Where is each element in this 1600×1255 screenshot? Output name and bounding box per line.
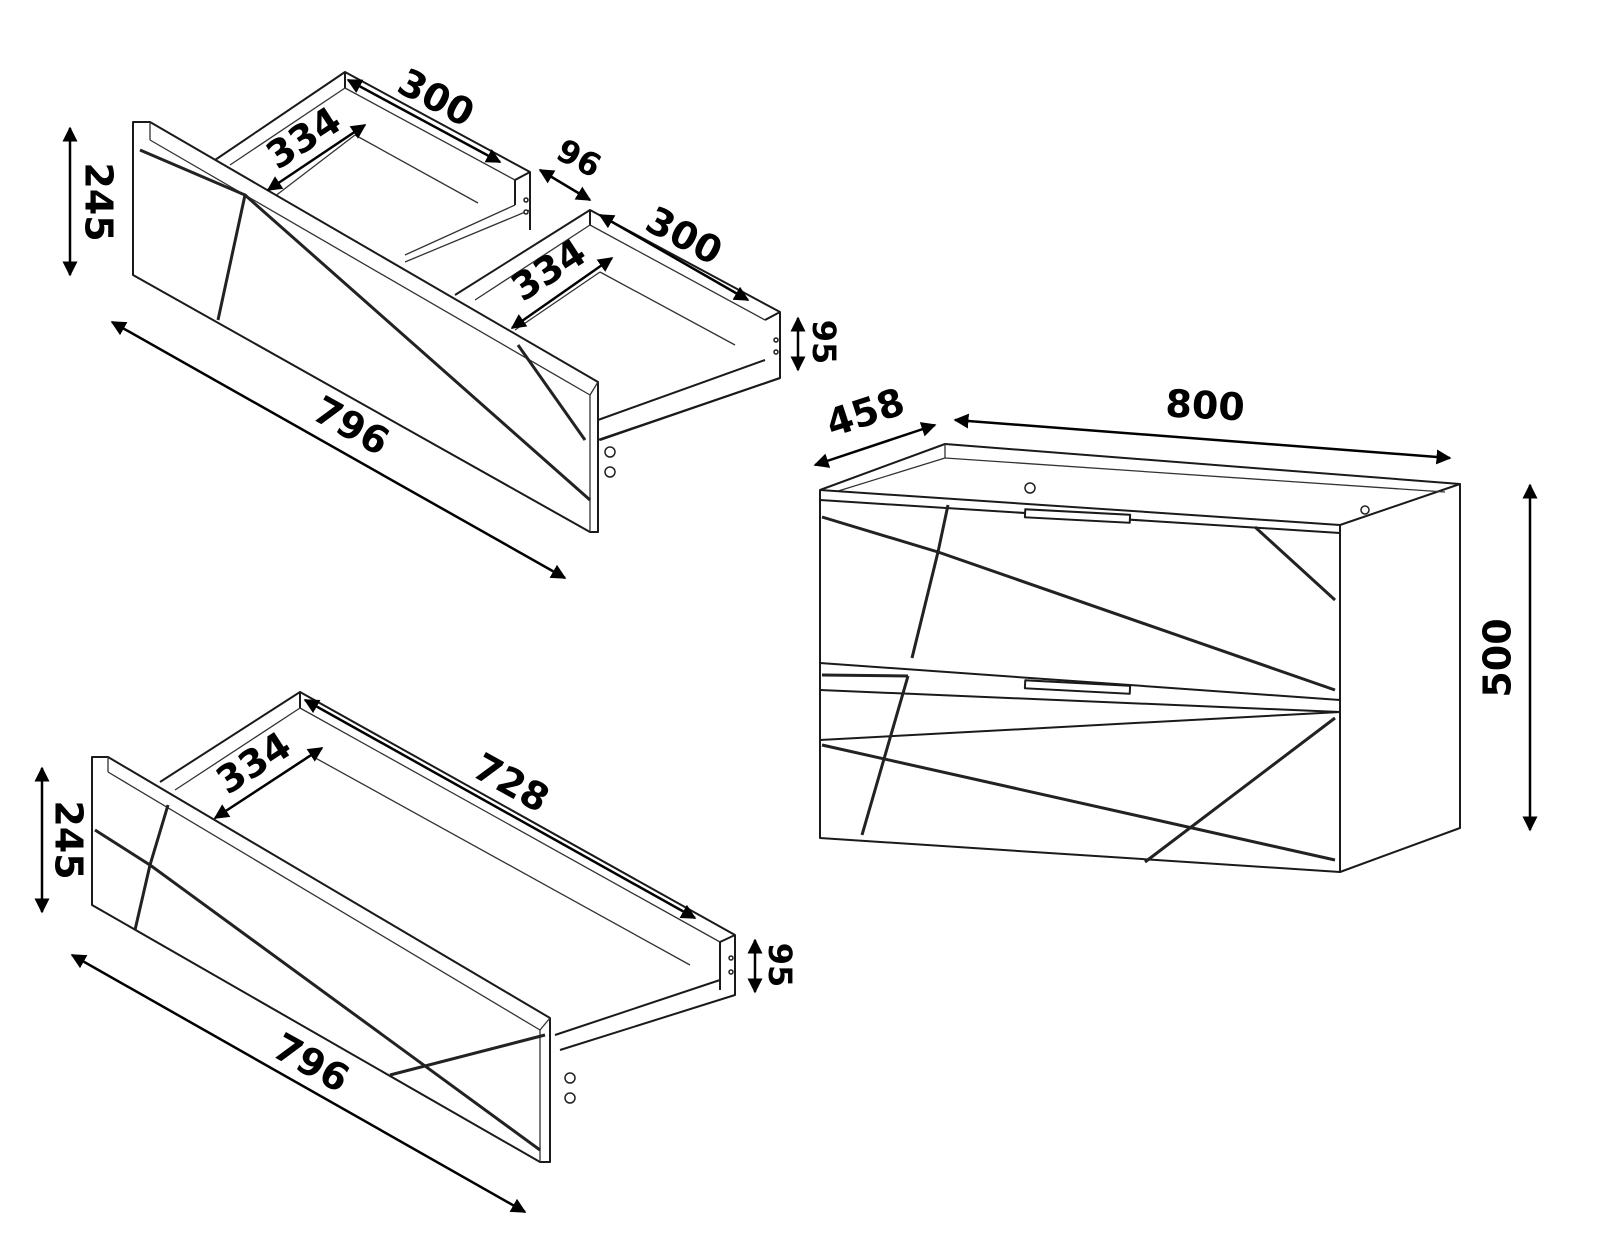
dim-bottom-box-height: 95	[761, 943, 799, 988]
decorative-groove	[937, 550, 1336, 692]
dowel-hole	[604, 446, 616, 458]
edge-line	[834, 457, 946, 493]
screw-hole	[728, 955, 734, 961]
edge-line	[597, 377, 781, 441]
dim-upper-height: 96	[550, 131, 607, 185]
top-drawer-drawing	[132, 71, 781, 533]
mounting-hole	[1024, 482, 1036, 494]
edge-line	[404, 204, 516, 256]
dowel-hole	[564, 1092, 576, 1104]
dim-upper-depth: 300	[391, 60, 482, 136]
decorative-groove	[910, 551, 940, 659]
dimension-arrow	[70, 953, 527, 1214]
dimension-arrow	[510, 256, 614, 330]
screw-hole	[728, 969, 734, 975]
edge-line	[554, 979, 721, 1036]
screw-hole	[523, 209, 529, 215]
drawer-divider	[819, 689, 1341, 713]
dim-box-height: 95	[805, 320, 843, 365]
dimension-arrow	[110, 320, 567, 580]
dim-cabinet-height: 500	[1476, 618, 1520, 697]
edge-line	[354, 134, 479, 204]
dim-lower-width: 334	[503, 230, 593, 310]
decorative-groove	[860, 675, 910, 836]
top-drawer-front	[132, 121, 599, 533]
screw-hole	[523, 197, 529, 203]
dowel-hole	[604, 466, 616, 478]
dimension-arrow	[813, 422, 937, 468]
edge-line	[514, 171, 531, 181]
edge-line	[764, 311, 781, 321]
lower-drawer-handle	[1023, 679, 1132, 695]
bottom-drawer-front	[91, 756, 551, 1163]
drawer-divider	[819, 711, 1341, 741]
decorative-groove	[1144, 716, 1336, 864]
dimension-arrow	[953, 413, 1452, 465]
screw-hole	[773, 349, 779, 355]
dim-front-height: 245	[77, 162, 121, 241]
decorative-groove	[133, 864, 152, 931]
mounting-hole	[1360, 505, 1370, 515]
screw-hole	[773, 337, 779, 343]
decorative-groove	[821, 673, 909, 678]
dimension-arrow	[538, 168, 592, 202]
dim-cabinet-depth: 458	[821, 379, 910, 445]
edge-line	[589, 381, 599, 396]
cabinet-drawing	[819, 443, 1461, 873]
dimension-arrow	[598, 213, 750, 302]
dimension-arrow	[346, 78, 502, 164]
edge-line	[597, 359, 766, 421]
dim-bottom-front-height: 245	[47, 800, 91, 879]
edge-line	[404, 209, 531, 263]
dowel-hole	[564, 1072, 576, 1084]
edge-line	[719, 934, 736, 943]
dim-bottom-width: 334	[208, 723, 298, 803]
edge-line	[599, 271, 736, 346]
upper-drawer-handle	[1023, 508, 1132, 524]
dimension-arrow	[266, 123, 367, 192]
bottom-drawer-drawing	[91, 691, 736, 1163]
decorative-groove	[1253, 525, 1337, 602]
drawer-divider	[819, 662, 1341, 701]
edge-line	[539, 1017, 551, 1031]
dimension-arrow	[303, 698, 697, 920]
decorative-groove	[821, 743, 1336, 862]
cabinet-side	[1339, 483, 1461, 873]
dim-cabinet-width: 800	[1164, 381, 1246, 429]
